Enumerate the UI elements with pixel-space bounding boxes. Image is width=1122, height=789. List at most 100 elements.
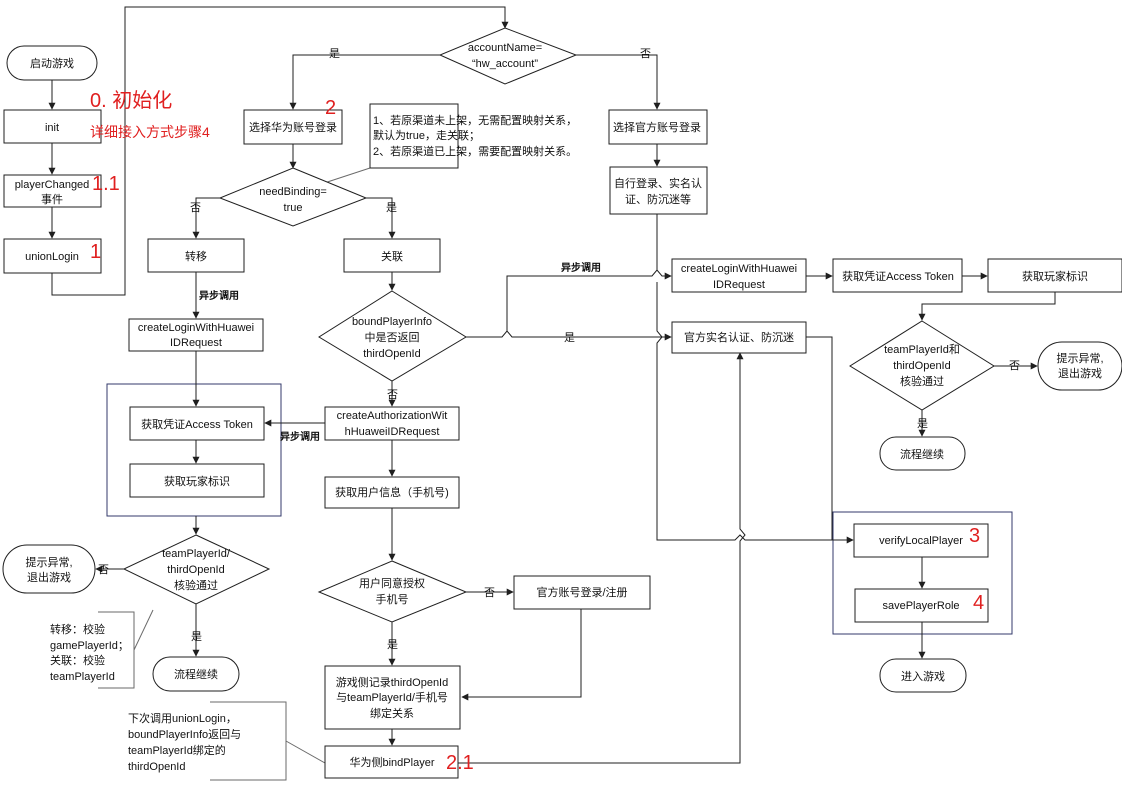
token-group-left — [106, 383, 282, 517]
error-left-terminal — [2, 544, 96, 594]
official-register-box — [513, 575, 651, 610]
account-check-label-1: accountName= — [468, 42, 542, 54]
get-token-right-label: 获取凭证Access Token — [842, 269, 954, 283]
create-auth-label-2: hHuaweiIDRequest — [345, 426, 440, 438]
bound-check-label-3: thirdOpenId — [363, 348, 420, 360]
need-binding-decision — [218, 167, 368, 227]
transfer-label: 转移 — [185, 249, 207, 263]
create-login-left-label-1: createLoginWithHuawei — [138, 322, 254, 334]
bind-player-label: 华为侧bindPlayer — [350, 755, 435, 769]
edge-no-transfer: 否 — [190, 202, 201, 214]
self-login-box — [609, 166, 708, 215]
edge-yes-verify-right: 是 — [917, 417, 928, 430]
record-binding-label-3: 绑定关系 — [370, 706, 414, 720]
player-changed-label-2: 事件 — [41, 193, 63, 206]
need-binding-label-2: true — [284, 202, 303, 214]
verify-note-line-4: teamPlayerId — [50, 671, 115, 683]
record-binding-box — [324, 665, 461, 730]
account-check-label-2: “hw_account” — [472, 58, 538, 70]
error-right-label-1: 提示异常, — [1056, 352, 1103, 365]
verify-right-decision — [849, 320, 995, 411]
init-label: init — [45, 122, 59, 134]
create-login-right-label-1: createLoginWithHuawei — [681, 263, 797, 275]
init-title-annotation: 0. 初始化 — [90, 89, 172, 112]
edge-yes-verify-left: 是 — [191, 630, 202, 643]
need-binding-label-1: needBinding= — [259, 186, 327, 198]
next-call-note-line-3: teamPlayerId绑定的 — [128, 743, 226, 757]
error-left-label-2: 退出游戏 — [27, 570, 71, 584]
get-player-id-left-box — [129, 463, 265, 498]
edge-no-verify-right: 否 — [1009, 360, 1020, 372]
enter-game-terminal — [879, 658, 967, 693]
init-box — [3, 109, 102, 144]
start-label: 启动游戏 — [30, 57, 74, 70]
continue-left-terminal — [152, 656, 240, 692]
get-player-id-left-label: 获取玩家标识 — [164, 474, 230, 488]
get-player-id-right-box — [987, 258, 1122, 293]
start-terminal — [6, 45, 98, 81]
error-right-label-2: 退出游戏 — [1058, 366, 1102, 380]
save-role-label: savePlayerRole — [882, 600, 959, 612]
create-login-right-box — [671, 258, 807, 293]
create-auth-label-1: createAuthorizationWit — [337, 410, 448, 422]
step-1-1-annotation: 1.1 — [92, 173, 120, 195]
select-official-box — [608, 109, 708, 145]
account-decision — [438, 27, 578, 85]
continue-right-label: 流程继续 — [900, 447, 944, 461]
bound-check-label-1: boundPlayerInfo — [352, 316, 432, 328]
record-binding-label-2: 与teamPlayerId/手机号 — [336, 690, 448, 704]
verify-right-label-3: 核验通过 — [900, 374, 944, 388]
bound-check-label-2: 中是否返回 — [365, 331, 420, 344]
save-role-box — [854, 588, 989, 623]
edge-no-verify-left: 否 — [98, 564, 109, 576]
binding-note-line-2: 默认为true，走关联； — [373, 128, 480, 142]
official-realname-label: 官方实名认证、防沉迷 — [684, 330, 794, 344]
edge-yes-huawei: 是 — [329, 47, 340, 60]
binding-note-line-3: 2、若原渠道已上架，需要配置映射关系。 — [373, 144, 577, 158]
next-call-note-line-2: boundPlayerInfo返回与 — [128, 728, 241, 741]
self-login-label-2: 证、防沉迷等 — [625, 192, 691, 206]
enter-game-label: 进入游戏 — [901, 670, 945, 683]
official-realname-box — [671, 321, 807, 354]
self-login-label-1: 自行登录、实名认 — [614, 176, 702, 190]
verify-note-line-3: 关联：校验 — [50, 653, 105, 667]
binding-note-area — [369, 103, 459, 169]
verify-right-label-1: teamPlayerId和 — [884, 343, 960, 356]
edge-no-official: 否 — [640, 48, 651, 60]
step-4-annotation: 4 — [973, 592, 984, 614]
verify-left-label-1: teamPlayerId/ — [162, 548, 231, 560]
get-token-left-box — [129, 406, 265, 441]
verify-right-label-2: thirdOpenId — [893, 360, 950, 372]
verify-local-box — [853, 523, 989, 558]
transfer-box — [147, 238, 245, 273]
get-user-info-box — [324, 476, 460, 509]
select-huawei-box — [243, 109, 343, 145]
user-consent-label-2: 手机号 — [376, 592, 409, 606]
verify-left-label-3: 核验通过 — [174, 578, 218, 592]
verify-left-label-2: thirdOpenId — [167, 564, 224, 576]
verify-note-line-2: gamePlayerId； — [50, 640, 129, 652]
edge-no-bound: 否 — [387, 389, 398, 401]
official-register-label: 官方账号登录/注册 — [536, 585, 627, 599]
next-call-note-line-1: 下次调用unionLogin， — [128, 711, 237, 725]
record-binding-label-1: 游戏侧记录thirdOpenId — [336, 676, 448, 689]
next-call-note-line-4: thirdOpenId — [128, 761, 185, 773]
verify-left-decision — [122, 534, 271, 605]
edge-async-auth: 异步调用 — [280, 430, 320, 443]
verify-local-label: verifyLocalPlayer — [879, 535, 963, 547]
get-player-id-right-label: 获取玩家标识 — [1022, 269, 1088, 283]
union-login-box — [3, 238, 102, 274]
edge-async-left: 异步调用 — [199, 289, 239, 302]
step-2-annotation: 2 — [325, 97, 336, 119]
verify-note-line-1: 转移：校验 — [50, 622, 105, 636]
create-auth-box — [324, 406, 460, 441]
error-left-label-1: 提示异常, — [25, 556, 72, 569]
associate-box — [343, 238, 441, 273]
player-changed-label-1: playerChanged — [15, 179, 90, 191]
get-token-right-box — [832, 258, 963, 293]
user-consent-decision — [317, 560, 468, 623]
step-1-annotation: 1 — [90, 241, 101, 263]
step-3-annotation: 3 — [969, 525, 980, 547]
edge-yes-associate: 是 — [386, 201, 397, 214]
bound-player-decision — [318, 290, 467, 382]
